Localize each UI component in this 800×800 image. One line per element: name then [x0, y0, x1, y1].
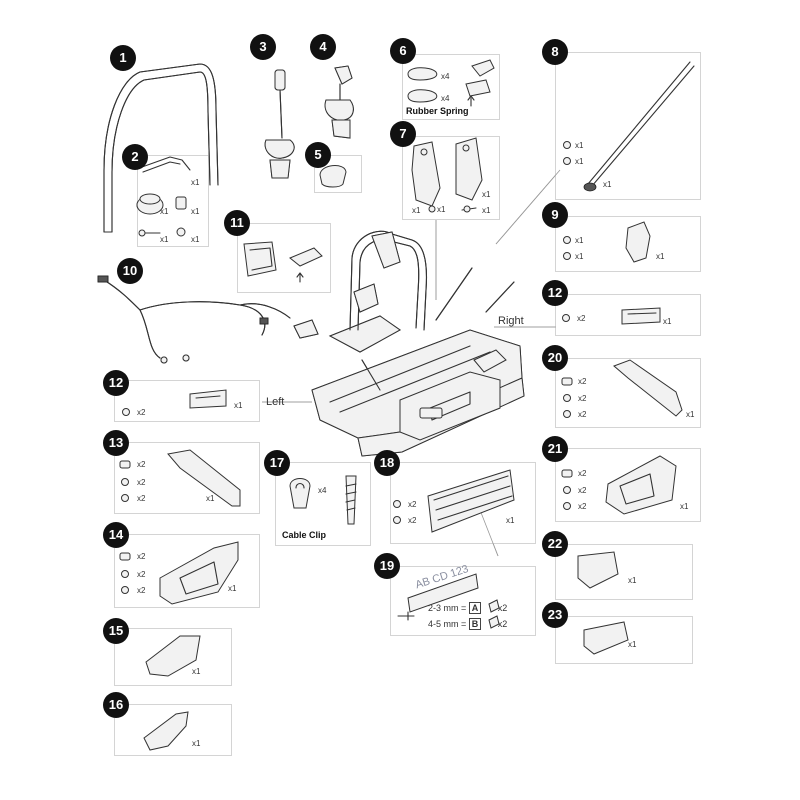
badge-part-19: 19: [374, 553, 400, 579]
qty-label: x1: [575, 141, 584, 150]
badge-part-7: 7: [390, 121, 416, 147]
qty-label: x2: [137, 460, 146, 469]
qty-label: x2: [578, 469, 587, 478]
qty-label: x1: [680, 502, 689, 511]
qty-label: x2: [137, 586, 146, 595]
badge-part-9: 9: [542, 202, 568, 228]
qty-label: x1: [228, 584, 237, 593]
badge-part-12-left: 12: [103, 370, 129, 396]
badge-part-16: 16: [103, 692, 129, 718]
badge-part-18: 18: [374, 450, 400, 476]
qty-label: x1: [628, 576, 637, 585]
badge-part-14: 14: [103, 522, 129, 548]
spec-code-b: B: [468, 618, 482, 630]
right-side-label: Right: [498, 315, 524, 327]
qty-label: x1: [656, 252, 665, 261]
qty-label: x2: [137, 494, 146, 503]
qty-label: x1: [191, 207, 200, 216]
qty-label: x1: [575, 236, 584, 245]
qty-label: x2: [578, 486, 587, 495]
qty-label: x2: [137, 478, 146, 487]
qty-label: x2: [408, 500, 417, 509]
part-15-panel: [114, 628, 232, 686]
qty-label: x4: [318, 486, 327, 495]
badge-part-22: 22: [542, 531, 568, 557]
qty-label: x1: [506, 516, 515, 525]
qty-label: x2: [137, 552, 146, 561]
qty-label: x1: [160, 235, 169, 244]
badge-part-6: 6: [390, 38, 416, 64]
qty-label: x1: [191, 178, 200, 187]
badge-part-17: 17: [264, 450, 290, 476]
qty-label: x2: [578, 502, 587, 511]
badge-part-11: 11: [224, 210, 250, 236]
spec-range-b: 4-5 mm =: [428, 619, 467, 629]
part-8-panel: [555, 52, 701, 200]
cable-clip-label: Cable Clip: [282, 530, 327, 540]
spec-qty-a: x2: [497, 603, 508, 613]
qty-label: x1: [686, 410, 695, 419]
qty-label: x2: [137, 570, 146, 579]
left-side-label: Left: [266, 396, 285, 408]
spec-row-a: 2-3 mm = A x2: [428, 602, 507, 614]
qty-label: x1: [437, 205, 446, 214]
badge-part-5: 5: [305, 142, 331, 168]
part-12-left-panel: [114, 380, 260, 422]
spec-qty-b: x2: [497, 619, 508, 629]
qty-label: x2: [137, 408, 146, 417]
qty-label: x1: [482, 190, 491, 199]
rubber-spring-label: Rubber Spring: [406, 106, 469, 116]
badge-part-3: 3: [250, 34, 276, 60]
badge-part-2: 2: [122, 144, 148, 170]
badge-part-23: 23: [542, 602, 568, 628]
qty-label: x1: [160, 207, 169, 216]
spec-range-a: 2-3 mm =: [428, 603, 467, 613]
badge-part-15: 15: [103, 618, 129, 644]
qty-label: x1: [663, 317, 672, 326]
qty-label: x1: [628, 640, 637, 649]
badge-part-12-right: 12: [542, 280, 568, 306]
qty-label: x4: [441, 72, 450, 81]
qty-label: x1: [206, 494, 215, 503]
qty-label: x1: [575, 157, 584, 166]
qty-label: x4: [441, 94, 450, 103]
qty-label: x2: [578, 410, 587, 419]
badge-part-20: 20: [542, 345, 568, 371]
badge-part-10: 10: [117, 258, 143, 284]
badge-part-13: 13: [103, 430, 129, 456]
qty-label: x1: [412, 206, 421, 215]
spec-row-b: 4-5 mm = B x2: [428, 618, 507, 630]
badge-part-8: 8: [542, 39, 568, 65]
qty-label: x1: [192, 739, 201, 748]
qty-label: x1: [482, 206, 491, 215]
badge-part-1: 1: [110, 45, 136, 71]
spec-code-a: A: [468, 602, 482, 614]
qty-label: x2: [578, 394, 587, 403]
qty-label: x1: [575, 252, 584, 261]
qty-label: x1: [192, 667, 201, 676]
qty-label: x2: [408, 516, 417, 525]
qty-label: x1: [191, 235, 200, 244]
badge-part-21: 21: [542, 436, 568, 462]
qty-label: x1: [603, 180, 612, 189]
qty-label: x2: [577, 314, 586, 323]
badge-part-4: 4: [310, 34, 336, 60]
qty-label: x2: [578, 377, 587, 386]
qty-label: x1: [234, 401, 243, 410]
